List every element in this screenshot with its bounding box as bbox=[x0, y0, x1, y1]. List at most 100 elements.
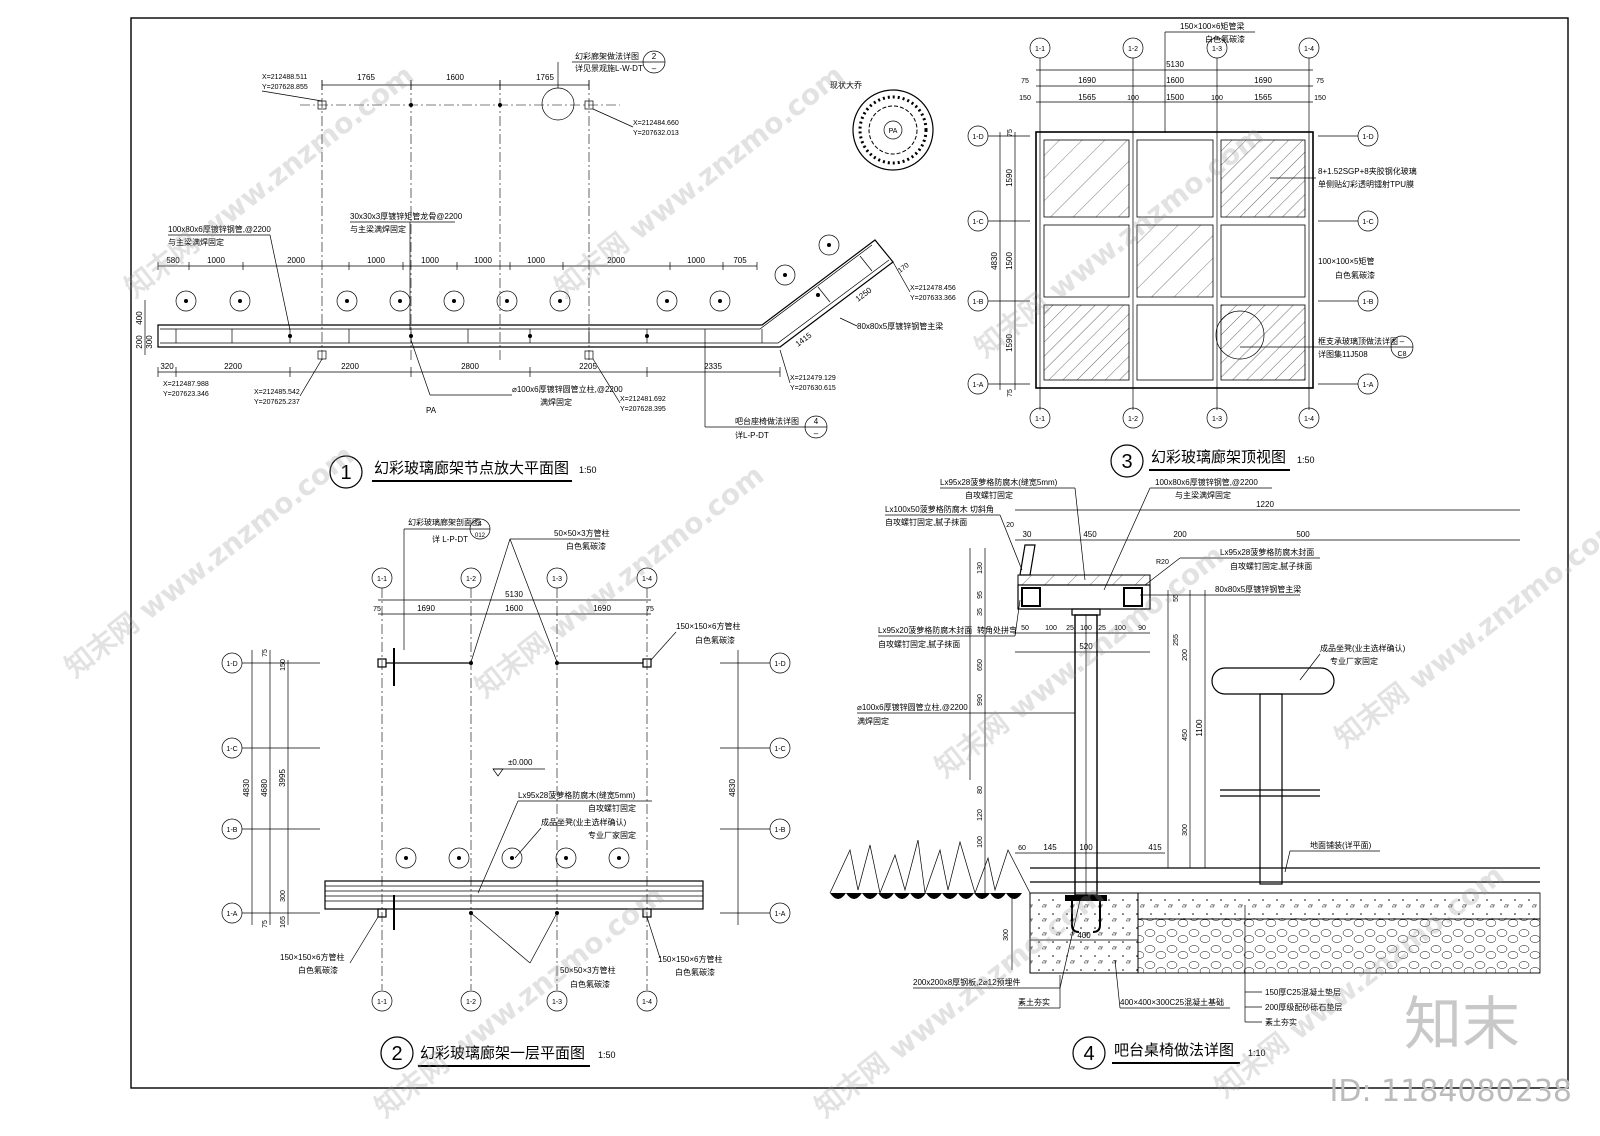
v3-scale: 1:50 bbox=[1297, 455, 1315, 465]
v1-diag-dim-2: 1415 bbox=[794, 330, 814, 348]
v2-left-4680: 4680 bbox=[260, 779, 269, 797]
v2-section-num: 4 bbox=[478, 521, 482, 528]
v4-row-4: 25 bbox=[1098, 625, 1106, 632]
v1-steel-note2: 与主梁满焊固定 bbox=[168, 237, 224, 247]
v3-top2-2: 100 bbox=[1127, 95, 1139, 102]
v1-keel-note: 30x30x3厚镀锌矩管龙骨@2200 bbox=[350, 211, 463, 221]
v1-mid-dim-0: 580 bbox=[166, 256, 180, 265]
v4-wood-chamfer: Lx100x50菠萝格防腐木 切斜角 bbox=[885, 504, 994, 514]
v2-left-total: 4830 bbox=[242, 779, 251, 797]
v4-dim-20: 20 bbox=[1006, 522, 1014, 529]
v1-mid-dim-3: 1000 bbox=[367, 256, 385, 265]
v2-col50-paint: 白色氟碳漆 bbox=[566, 541, 606, 551]
v3-glass-panel bbox=[1043, 224, 1130, 298]
v1-scale: 1:50 bbox=[579, 465, 597, 475]
v2-left-3995: 3995 bbox=[278, 769, 287, 787]
v4-plate-note: 200x200x8厚钢板,2⌀12预埋件 bbox=[913, 977, 1021, 987]
v3-axis-y4: 1-A bbox=[973, 382, 984, 389]
v3-axis-y2: 1-C bbox=[972, 219, 983, 226]
v4-concrete-footing bbox=[1029, 892, 1139, 974]
v4-right-200: 200 bbox=[1182, 649, 1189, 661]
v1-keel-note2: 与主梁满焊固定 bbox=[350, 224, 406, 234]
v2-left-s0: 75 bbox=[262, 649, 269, 657]
v3-frame-sub: C8 bbox=[1398, 351, 1407, 358]
v1-title-num: 1 bbox=[340, 462, 351, 484]
v1-coord-4x: X=212487.988 bbox=[163, 381, 209, 388]
v3-axis-bubbles-top bbox=[1029, 37, 1320, 410]
v2-col150c-paint: 白色氟碳漆 bbox=[675, 967, 715, 977]
v1-bar-ref: 吧台座椅做法详图 bbox=[735, 416, 799, 426]
v3-top1-4: 75 bbox=[1316, 78, 1324, 85]
v1-coord-4y: Y=207623.346 bbox=[163, 391, 209, 398]
v4-right-255: 255 bbox=[1173, 634, 1180, 646]
v3-top2-5: 1565 bbox=[1254, 93, 1272, 102]
v4-stool-note: 成品坐凳(业主选样确认) bbox=[1320, 643, 1406, 653]
v4-row-total: 520 bbox=[1079, 642, 1093, 651]
v4-bot-415: 415 bbox=[1148, 843, 1162, 852]
v4-left-300: 300 bbox=[1003, 929, 1010, 941]
v4-scale: 1:10 bbox=[1248, 1048, 1266, 1058]
v3-frame-see: 详图集11J508 bbox=[1318, 349, 1368, 359]
v4-left-80: 80 bbox=[977, 786, 984, 794]
sheet-border bbox=[130, 17, 1569, 1089]
v2-col50b-paint: 白色氟碳漆 bbox=[570, 979, 610, 989]
v1-bot-dim-2: 2200 bbox=[341, 362, 359, 371]
v2-title-num: 2 bbox=[391, 1043, 402, 1065]
v1-mid-dim-ticks bbox=[157, 262, 758, 270]
v3-top2-6: 150 bbox=[1314, 95, 1326, 102]
v3-axis-x3: 1-3 bbox=[1212, 46, 1222, 53]
v3-glass-panel bbox=[1220, 139, 1306, 218]
v2-title: 幻彩玻璃廊架一层平面图 bbox=[420, 1045, 585, 1062]
v2-axis-x2b: 1-2 bbox=[466, 999, 476, 1006]
v4-left-120: 120 bbox=[977, 809, 984, 821]
v1-coord-1x: X=212488.511 bbox=[262, 74, 307, 81]
v3-top2-3: 1500 bbox=[1166, 93, 1184, 102]
v1-mid-dim-5: 1000 bbox=[474, 256, 492, 265]
v4-wood-seal: Lx95x28菠萝格防腐木封面 bbox=[1220, 547, 1314, 557]
v4-wood-top2: 自攻螺钉固定 bbox=[965, 490, 1013, 500]
v4-row-6: 90 bbox=[1138, 625, 1146, 632]
v3-top1-3: 1690 bbox=[1254, 76, 1272, 85]
v1-coord-7x: X=212479.129 bbox=[790, 375, 836, 382]
v2-axis-x4b: 1-4 bbox=[642, 999, 652, 1006]
v2-wood-note2: 自攻螺钉固定 bbox=[588, 803, 636, 813]
v4-wood-edge2: 自攻螺钉固定,腻子抹面 bbox=[878, 639, 960, 649]
v3-glass-panel bbox=[1136, 139, 1214, 218]
v2-axis-y1r: 1-D bbox=[774, 661, 785, 668]
v3-tube-note: 100×100×5矩管 bbox=[1318, 256, 1375, 266]
v2-axis-y2r: 1-C bbox=[774, 746, 785, 753]
v3-axis-y2r: 1-C bbox=[1362, 219, 1373, 226]
v4-steel-note: 100x80x6厚镀锌钢管,@2200 bbox=[1155, 477, 1258, 487]
v4-left-35: 35 bbox=[977, 608, 984, 616]
v3-axis-x2: 1-2 bbox=[1128, 46, 1138, 53]
v4-left-130: 130 bbox=[977, 562, 984, 574]
v1-coord-2x: X=212484.660 bbox=[633, 120, 679, 127]
v2-stool-note: 成品坐凳(业主选样确认) bbox=[541, 817, 627, 827]
v2-col150b-paint: 白色氟碳漆 bbox=[298, 965, 338, 975]
v1-ref-detail: 幻彩廊架做法详图 bbox=[575, 51, 639, 61]
v2-left-s1: 150 bbox=[280, 659, 287, 671]
v3-axis-y3: 1-B bbox=[973, 299, 984, 306]
v2-section-sub: 012 bbox=[475, 533, 486, 539]
v3-axis-x4b: 1-4 bbox=[1304, 416, 1314, 423]
v2-axis-y4r: 1-A bbox=[775, 911, 786, 918]
v2-right-total: 4830 bbox=[728, 779, 737, 797]
v2-left-s4: 75 bbox=[262, 920, 269, 928]
v4-right-1100: 1100 bbox=[1195, 719, 1204, 737]
v1-bar-ref-num: 4 bbox=[814, 417, 819, 426]
v1-bot-dim-5: 2335 bbox=[704, 362, 722, 371]
view4-bar-detail: 1220 30 450 200 500 20 Lx95x28菠萝格防腐木(缝宽5… bbox=[829, 477, 1541, 1070]
v3-top1-2: 1600 bbox=[1166, 76, 1184, 85]
v2-stool-note2: 专业厂家固定 bbox=[588, 830, 636, 840]
v4-footing-note: 400×400×300C25混凝土基础 bbox=[1120, 997, 1224, 1007]
v2-wood-note: Lx95x28菠萝格防腐木(缝宽5mm) bbox=[518, 790, 636, 800]
v1-bot-dim-4: 2205 bbox=[579, 362, 597, 371]
v1-coord-2y: Y=207632.013 bbox=[633, 130, 679, 137]
v1-bot-dim-1: 2200 bbox=[224, 362, 242, 371]
v1-coord-6y: Y=207628.395 bbox=[620, 406, 666, 413]
v3-left-total: 4830 bbox=[990, 252, 999, 270]
v2-axis-y3: 1-B bbox=[227, 827, 238, 834]
v3-axis-x1b: 1-1 bbox=[1035, 416, 1045, 423]
v3-top2-0: 150 bbox=[1019, 95, 1031, 102]
